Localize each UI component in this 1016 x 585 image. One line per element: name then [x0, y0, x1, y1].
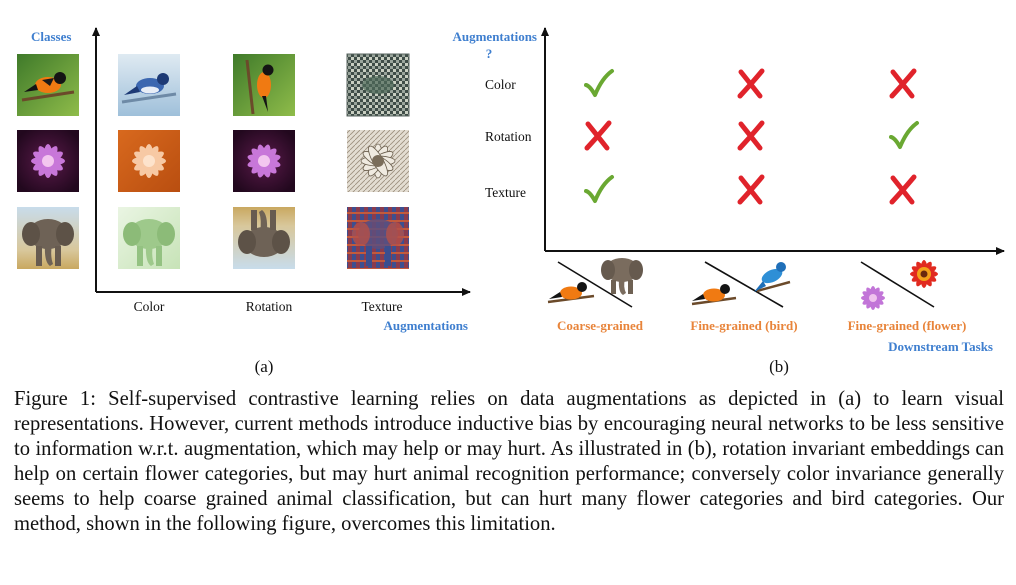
task-label-coarse-grained: Coarse-grained — [557, 318, 644, 333]
panel-a: Classes — [17, 27, 471, 376]
texture-augmented-elephant-thumbnail — [347, 207, 409, 269]
texture-augmented-bird-thumbnail — [346, 53, 410, 117]
check-mark-icon-texture-coarse-grained — [584, 175, 614, 203]
task-label-fine-grained-flower: Fine-grained (flower) — [848, 318, 967, 333]
cross-mark-icon-texture-fine-grained-flower — [889, 174, 917, 205]
texture-augmented-flower-thumbnail — [347, 130, 409, 192]
panel-b-x-axis-title: Downstream Tasks — [888, 339, 993, 354]
panel-a-x-axis-title: Augmentations — [383, 318, 468, 333]
check-mark-icon-rotation-fine-grained-flower — [889, 121, 919, 149]
panel-b-row-label-texture: Texture — [485, 185, 526, 200]
panel-a-column-label-color: Color — [134, 299, 165, 314]
cross-mark-icon-rotation-coarse-grained — [584, 120, 612, 151]
panel-a-column-label-texture: Texture — [361, 299, 402, 314]
panel-b-marks — [584, 68, 919, 205]
purple-flower-icon — [861, 286, 885, 310]
panel-b-row-label-color: Color — [485, 77, 516, 92]
color-augmented-elephant-thumbnail — [118, 207, 180, 269]
original-bird-thumbnail — [17, 54, 79, 116]
bluebird-icon — [754, 262, 791, 293]
subfigure-label-a: (a) — [255, 357, 274, 376]
rotated-bird-thumbnail — [233, 54, 295, 116]
task-coarse-grained-icons — [547, 258, 643, 308]
color-augmented-bird-thumbnail — [118, 54, 180, 116]
panel-a-y-axis-title: Classes — [31, 29, 71, 44]
oriole-bird-icon — [691, 284, 737, 306]
oriole-bird-icon — [547, 282, 595, 304]
task-fine-grained-bird-icons — [691, 261, 791, 308]
figure-caption: Figure 1: Self-supervised contrastive le… — [14, 388, 1004, 535]
original-elephant-thumbnail — [17, 207, 79, 269]
cross-mark-icon-texture-fine-grained-bird — [737, 174, 765, 205]
panel-b-y-axis-title-mark: ? — [486, 46, 493, 61]
task-label-fine-grained-bird: Fine-grained (bird) — [690, 318, 797, 333]
elephant-icon — [601, 258, 643, 295]
red-flower-icon — [910, 260, 938, 288]
check-mark-icon-color-coarse-grained — [584, 69, 614, 97]
panel-a-column-label-rotation: Rotation — [246, 299, 293, 314]
subfigure-label-b: (b) — [769, 357, 789, 376]
panel-b-row-label-rotation: Rotation — [485, 129, 532, 144]
panel-b: Augmentations ? Color Rotation Texture — [452, 27, 1005, 376]
rotated-flower-thumbnail — [233, 130, 295, 192]
panel-b-y-axis-title: Augmentations — [452, 29, 537, 44]
task-fine-grained-flower-icons — [860, 260, 938, 310]
cross-mark-icon-color-fine-grained-flower — [889, 68, 917, 99]
original-flower-thumbnail — [17, 130, 79, 192]
color-augmented-flower-thumbnail — [118, 130, 180, 192]
cross-mark-icon-color-fine-grained-bird — [737, 68, 765, 99]
cross-mark-icon-rotation-fine-grained-bird — [737, 120, 765, 151]
rotated-elephant-thumbnail — [233, 207, 295, 269]
